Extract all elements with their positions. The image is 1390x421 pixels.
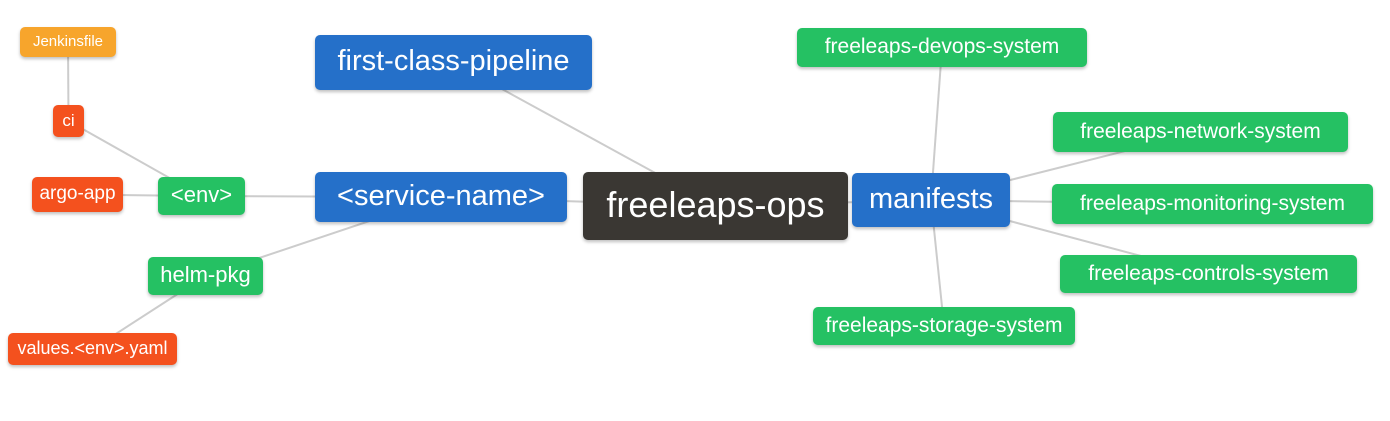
node-devops-system[interactable]: freeleaps-devops-system <box>797 28 1087 67</box>
node-manifests[interactable]: manifests <box>852 173 1010 227</box>
node-values-env-yaml[interactable]: values.<env>.yaml <box>8 333 177 365</box>
node-label: values.<env>.yaml <box>17 338 168 358</box>
node-first-class-pipeline[interactable]: first-class-pipeline <box>315 35 592 90</box>
node-label: <env> <box>170 182 233 207</box>
node-label: Jenkinsfile <box>32 32 104 50</box>
node-label: <service-name> <box>337 179 545 212</box>
node-freeleaps-ops[interactable]: freeleaps-ops <box>583 172 848 240</box>
node-helm-pkg[interactable]: helm-pkg <box>148 257 263 295</box>
node-argo-app[interactable]: argo-app <box>32 177 123 212</box>
node-label: argo-app <box>39 183 116 204</box>
node-label: freeleaps-devops-system <box>824 35 1060 58</box>
node-jenkinsfile[interactable]: Jenkinsfile <box>20 27 116 57</box>
node-ci[interactable]: ci <box>53 105 84 137</box>
node-storage-system[interactable]: freeleaps-storage-system <box>813 307 1075 345</box>
node-label: ci <box>62 110 75 130</box>
node-label: freeleaps-ops <box>606 184 825 225</box>
node-label: freeleaps-network-system <box>1080 119 1321 143</box>
node-label: freeleaps-monitoring-system <box>1080 191 1345 215</box>
node-label: helm-pkg <box>160 262 251 287</box>
node-label: first-class-pipeline <box>337 45 570 77</box>
node-label: manifests <box>868 182 994 215</box>
node-label: freeleaps-controls-system <box>1088 261 1329 285</box>
node-controls-system[interactable]: freeleaps-controls-system <box>1060 255 1357 293</box>
node-env[interactable]: <env> <box>158 177 245 215</box>
node-network-system[interactable]: freeleaps-network-system <box>1053 112 1348 152</box>
node-service-name[interactable]: <service-name> <box>315 172 567 222</box>
node-label: freeleaps-storage-system <box>825 313 1063 337</box>
node-monitoring-system[interactable]: freeleaps-monitoring-system <box>1052 184 1373 224</box>
